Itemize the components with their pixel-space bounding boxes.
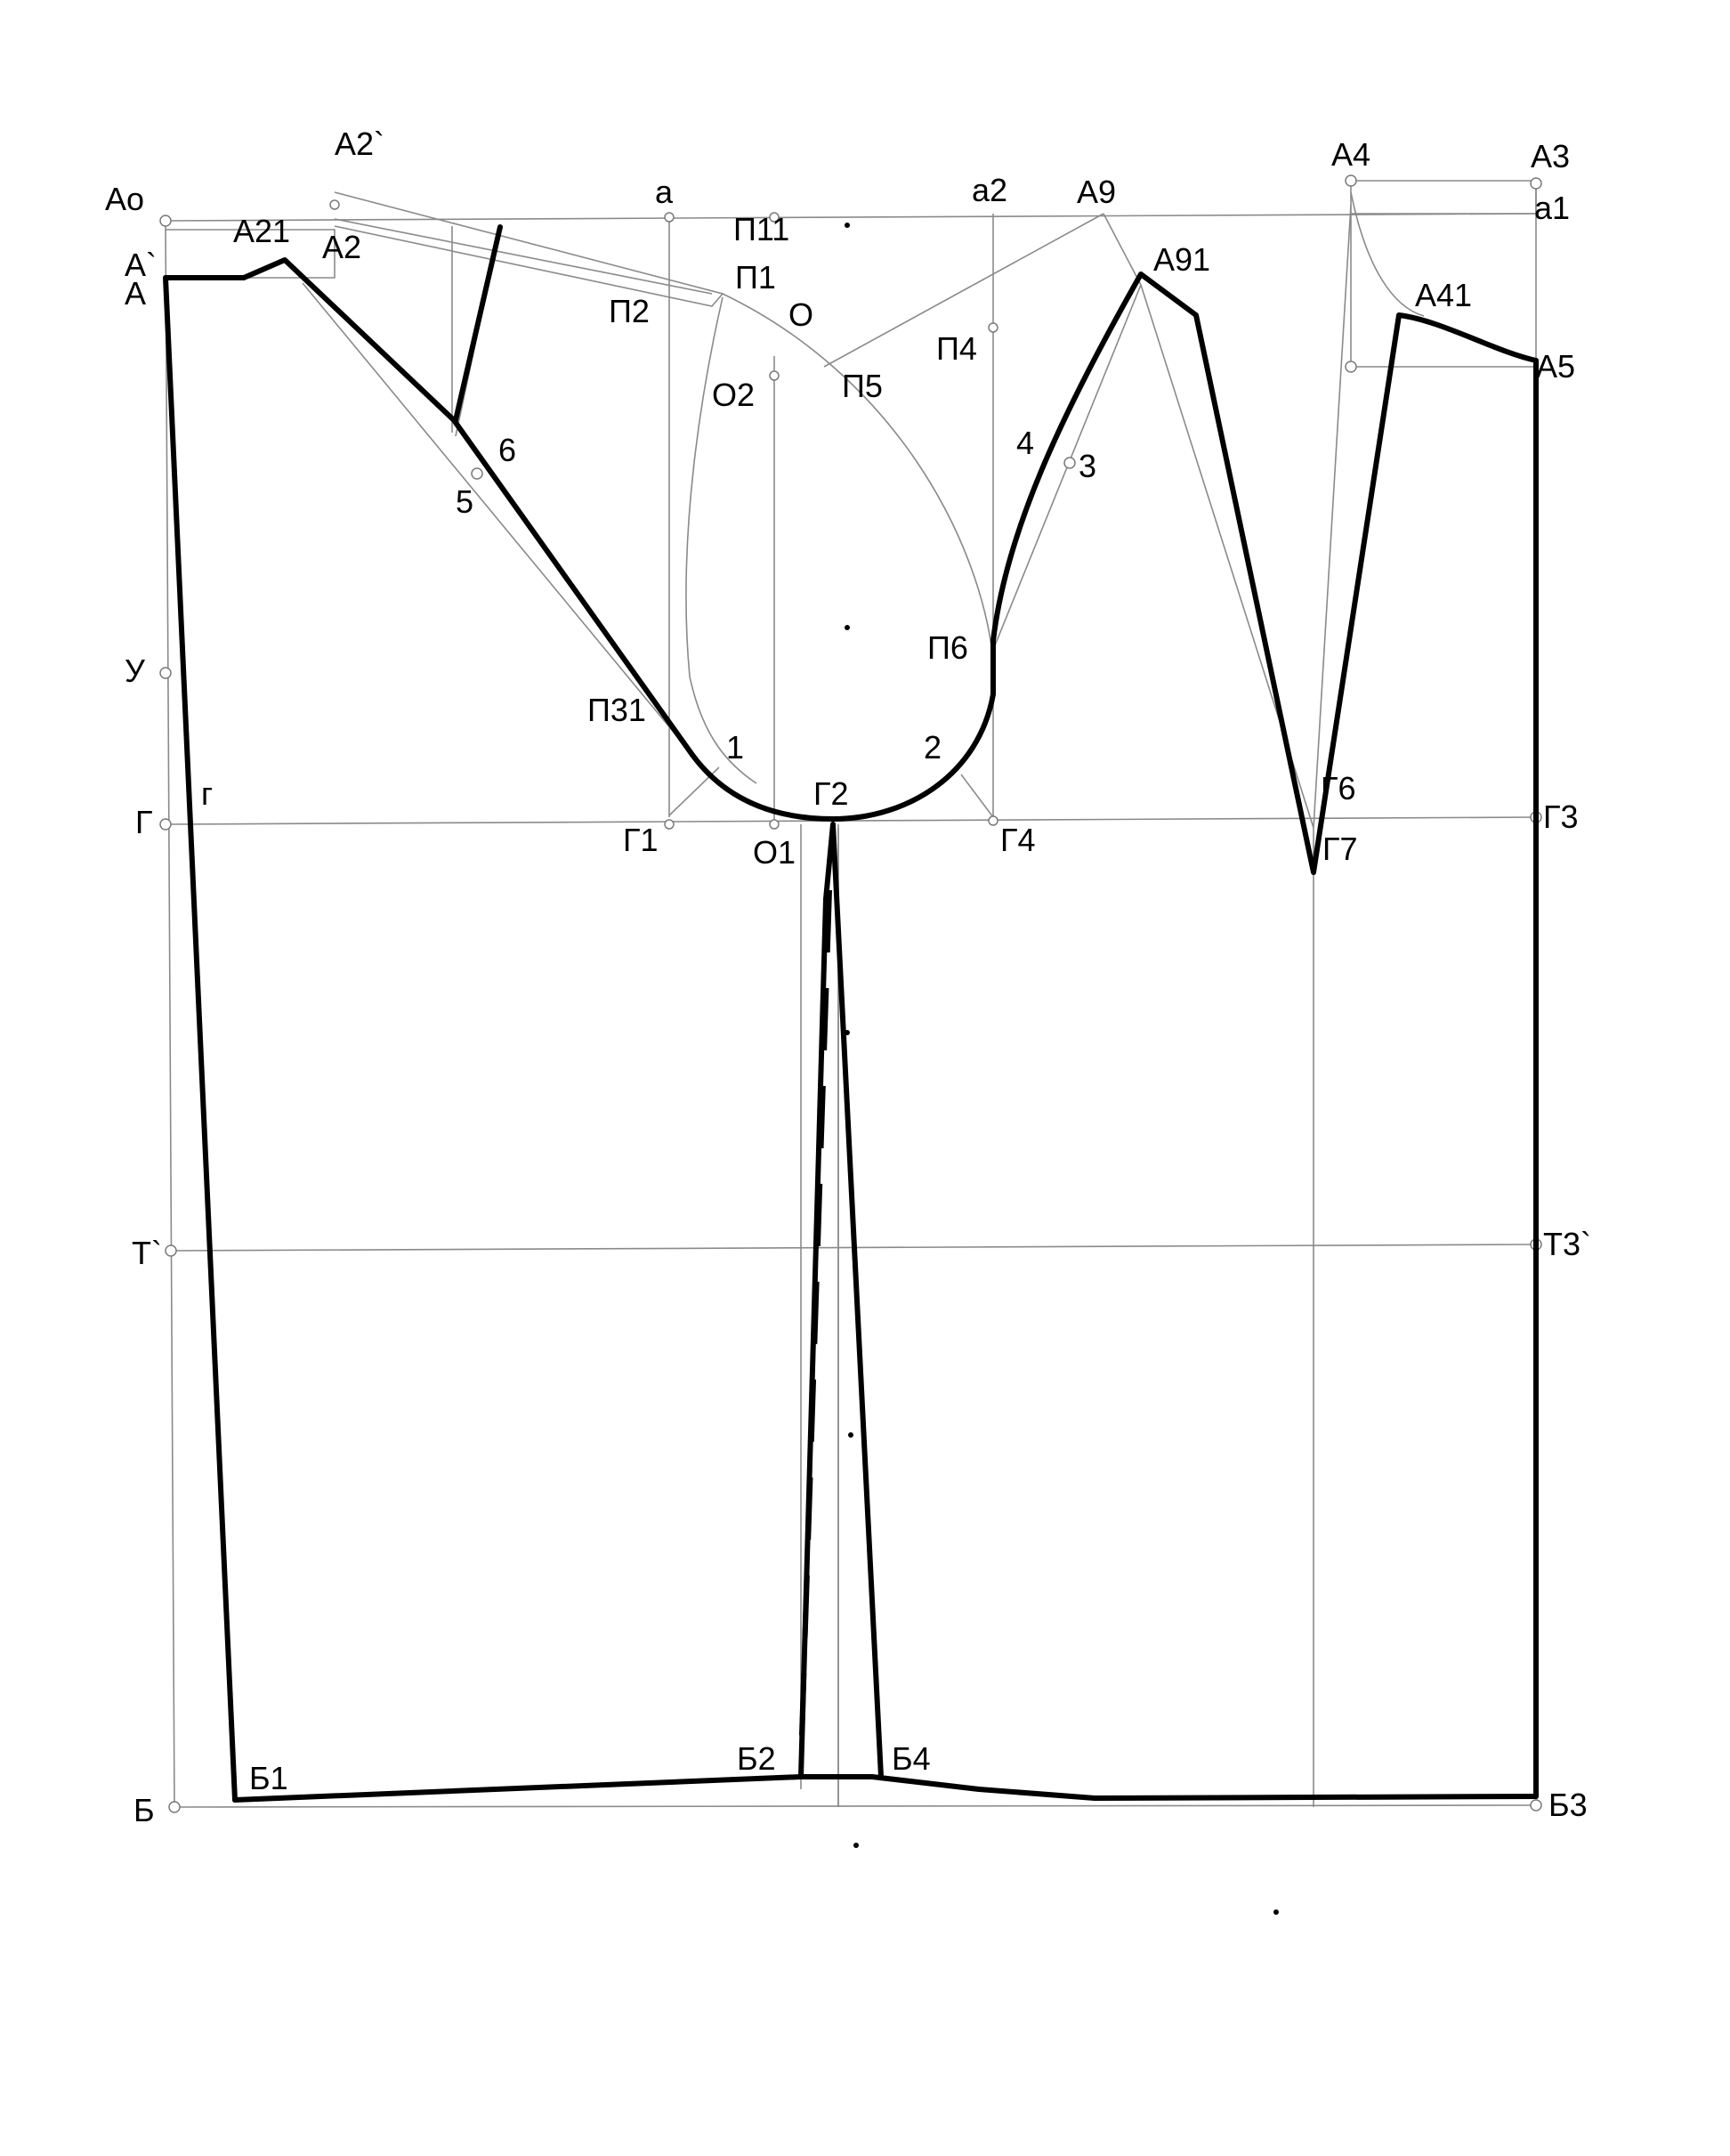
label-a2: а2: [972, 172, 1007, 208]
label-A3: А3: [1531, 138, 1570, 174]
label-A4: А4: [1331, 136, 1370, 173]
label-A-prime: А`: [125, 247, 157, 283]
label-A91: А91: [1153, 241, 1210, 278]
label-G3: Г3: [1543, 798, 1579, 835]
label-G6: Г6: [1321, 770, 1356, 806]
stray-dots: [845, 223, 1279, 1915]
label-P31: П31: [587, 692, 646, 728]
label-A41: А41: [1415, 277, 1472, 313]
label-1: 1: [726, 729, 744, 766]
pattern-outline: [163, 224, 1539, 1803]
label-O: О: [788, 296, 813, 333]
label-A: А: [125, 275, 146, 312]
point-labels: Ао А` А А21 А2` А2 а П11 П1 П2 О О2 П5 а…: [105, 126, 1591, 1828]
label-2: 2: [924, 729, 942, 766]
label-P4: П4: [936, 330, 977, 367]
label-Ao: Ао: [105, 181, 144, 217]
label-a1: а1: [1534, 190, 1570, 226]
label-O2: О2: [712, 377, 755, 413]
label-O1: О1: [753, 834, 796, 871]
label-5: 5: [456, 483, 473, 520]
label-T3-prime: Т3`: [1543, 1226, 1591, 1262]
label-P6: П6: [927, 629, 968, 666]
label-g: г: [201, 775, 213, 812]
point-markers: [159, 174, 1542, 1813]
label-G4: Г4: [1000, 822, 1036, 858]
label-P1: П1: [735, 259, 776, 296]
dashed-seam-line: [798, 889, 832, 1763]
label-B3: Б3: [1548, 1787, 1588, 1823]
label-a: а: [655, 174, 674, 210]
label-A2: А2: [322, 229, 361, 265]
label-A21: А21: [233, 213, 290, 249]
label-A2-prime: А2`: [335, 126, 384, 162]
label-A9: А9: [1077, 174, 1116, 210]
label-B2: Б2: [737, 1740, 776, 1777]
label-B1: Б1: [249, 1760, 288, 1796]
label-B4: Б4: [892, 1740, 931, 1777]
label-U: У: [125, 652, 146, 689]
label-6: 6: [498, 432, 516, 468]
label-G7: Г7: [1322, 831, 1358, 867]
label-G: Г: [135, 804, 153, 840]
label-G2: Г2: [813, 775, 849, 812]
label-T-prime: Т`: [132, 1235, 162, 1271]
label-A5: А5: [1536, 348, 1575, 385]
label-B: Б: [133, 1792, 155, 1828]
label-P5: П5: [842, 368, 883, 404]
label-3: 3: [1079, 448, 1096, 484]
label-P11: П11: [733, 211, 789, 247]
construction-lines: [165, 180, 1537, 1808]
label-G1: Г1: [623, 822, 659, 858]
label-P2: П2: [609, 293, 650, 329]
label-4: 4: [1016, 425, 1034, 461]
